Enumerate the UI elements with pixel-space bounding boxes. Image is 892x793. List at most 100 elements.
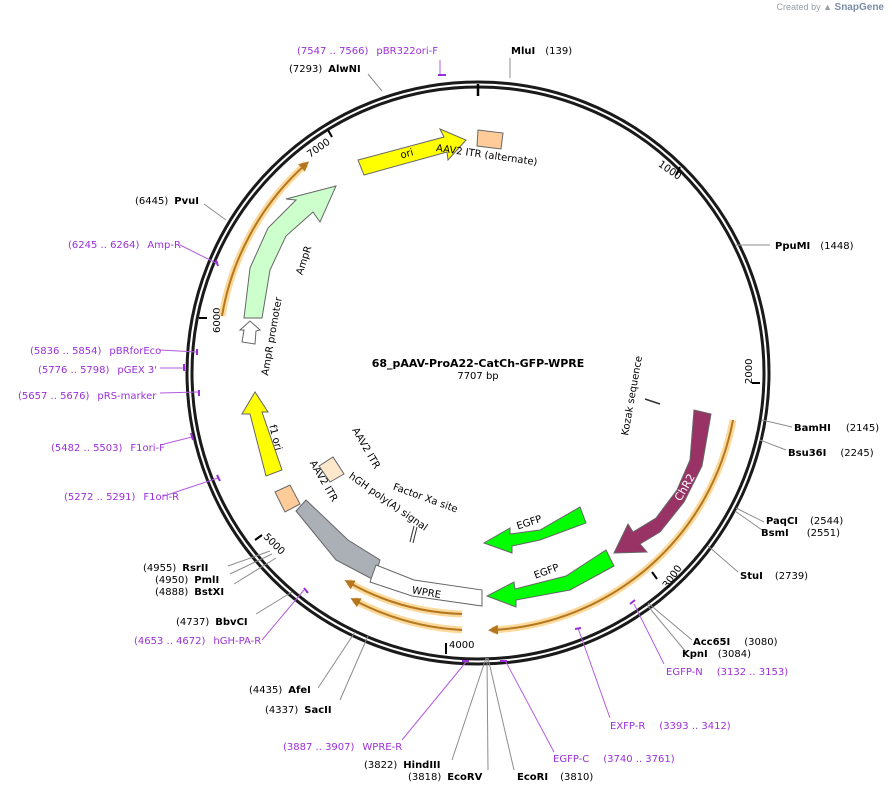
line-exfp-r — [577, 627, 611, 719]
enzyme-mlui[interactable]: MluI(139) — [511, 46, 572, 57]
orf-arcs — [218, 161, 737, 635]
mark-f1ori-f — [190, 432, 194, 441]
primer-egfp-n[interactable]: EGFP-N(3132 .. 3153) — [666, 667, 788, 678]
tick-5000: 5000 — [261, 532, 287, 558]
label-hgh-polya: hGH poly(A) signal — [346, 471, 429, 534]
line-sacii — [339, 635, 369, 701]
feature-aav2-itr-alt[interactable] — [476, 129, 504, 150]
feature-egfp-2[interactable] — [485, 549, 615, 608]
feature-factor-xa[interactable] — [409, 525, 415, 543]
primer-marks — [183, 74, 636, 662]
primer-egfp-c[interactable]: EGFP-C(3740 .. 3761) — [553, 754, 675, 765]
watermark-prefix: Created by — [776, 2, 821, 12]
mark-amp-r — [215, 259, 219, 267]
enzyme-ecori[interactable]: EcoRI(3810) — [517, 772, 593, 783]
line-ecori — [487, 657, 515, 771]
feature-ampr-promoter[interactable] — [238, 320, 262, 345]
enzyme-bsu36i[interactable]: Bsu36I(2245) — [788, 448, 874, 459]
snapgene-logo-icon: ▲ — [823, 2, 833, 12]
tick-mark-3000 — [651, 571, 658, 580]
label-kozak: Kozak sequence — [620, 355, 645, 436]
enzyme-bsmi[interactable]: BsmI(2551) — [761, 528, 840, 539]
primer-f1ori-r[interactable]: (5272 .. 5291)F1ori-R — [64, 492, 179, 503]
feature-chr2[interactable] — [613, 409, 712, 554]
line-pmli — [229, 553, 273, 575]
tick-2000: 2000 — [744, 359, 755, 384]
orf-arc-wpre-1 — [344, 580, 463, 615]
enzyme-ppumi[interactable]: PpuMI(1448) — [775, 241, 854, 252]
line-paqci — [735, 507, 765, 523]
label-ori: ori — [399, 147, 414, 161]
enzyme-ecorv[interactable]: (3818)EcoRV — [408, 772, 483, 783]
orf-arc-wpre-2 — [350, 598, 463, 631]
snapgene-watermark: Created by ▲ SnapGene — [777, 2, 884, 13]
primer-pbr322ori-f[interactable]: (7547 .. 7566)pBR322ori-F — [297, 46, 438, 57]
label-chr2: ChR2 — [672, 472, 698, 504]
plasmid-name: 68_pAAV-ProA22-CatCh-GFP-WPRE — [372, 357, 585, 370]
line-kpni — [646, 604, 687, 653]
primer-prs-marker[interactable]: (5657 .. 5676)pRS-marker — [18, 391, 157, 402]
enzyme-acc65i[interactable]: Acc65I(3080) — [693, 637, 778, 648]
line-egfp-n — [633, 603, 665, 665]
line-stui — [707, 545, 739, 573]
enzyme-bstxi[interactable]: (4888)BstXI — [155, 587, 224, 598]
label-wpre: WPRE — [411, 585, 442, 601]
line-pvui — [203, 203, 227, 221]
feature-ampr[interactable] — [243, 185, 337, 319]
feature-aav2-itr-1[interactable] — [274, 484, 301, 513]
line-bsu36i — [759, 439, 787, 451]
enzyme-bamhi[interactable]: BamHI(2145) — [794, 423, 879, 434]
feature-hgh-polya[interactable] — [295, 499, 381, 581]
enzyme-rsrii[interactable]: (4955)RsrII — [143, 563, 208, 574]
mark-exfp-r — [574, 627, 582, 630]
feature-factor-xa-2 — [412, 526, 418, 544]
enzyme-pmli[interactable]: (4950)PmlI — [155, 575, 219, 586]
feature-ori[interactable] — [357, 128, 467, 176]
plasmid-size: 7707 bp — [457, 371, 498, 382]
primer-f1ori-f[interactable]: (5482 .. 5503)F1ori-F — [51, 443, 165, 454]
enzyme-sacii[interactable]: (4337)SacII — [265, 705, 332, 716]
label-egfp-1: EGFP — [515, 514, 543, 532]
primer-pgex3[interactable]: (5776 .. 5798)pGEX 3' — [38, 365, 157, 376]
primer-amp-r[interactable]: (6245 .. 6264)Amp-R — [68, 240, 181, 251]
orf-arc-right — [488, 419, 734, 635]
line-hindiii — [451, 657, 487, 761]
line-f1ori-r — [163, 477, 219, 497]
watermark-brand: SnapGene — [834, 2, 884, 13]
enzyme-pvui[interactable]: (6445)PvuI — [135, 196, 199, 207]
primer-exfp-r[interactable]: EXFP-R(3393 .. 3412) — [610, 721, 731, 732]
primer-pbrforeco[interactable]: (5836 .. 5854)pBRforEco — [30, 346, 161, 357]
line-rsrii — [227, 550, 271, 567]
mark-f1ori-r — [216, 474, 221, 482]
enzyme-stui[interactable]: StuI(2739) — [740, 571, 808, 582]
line-bbvci — [255, 591, 293, 615]
line-ecorv — [486, 657, 489, 771]
enzyme-alwni[interactable]: (7293)AlwNI — [289, 64, 361, 75]
tick-4000: 4000 — [449, 640, 474, 651]
backbone-outer — [185, 80, 771, 666]
line-egfp-c — [505, 661, 555, 753]
feature-f1-ori[interactable] — [241, 391, 283, 477]
feature-egfp-1[interactable] — [482, 506, 587, 554]
primer-labels: (7547 .. 7566)pBR322ori-F (6245 .. 6264)… — [18, 46, 788, 765]
enzyme-kpni[interactable]: KpnI(3084) — [682, 649, 751, 660]
line-alwni — [367, 73, 383, 92]
line-amp-r — [179, 244, 217, 264]
line-wpre-r — [401, 661, 467, 741]
feature-kozak[interactable] — [644, 398, 661, 405]
label-aav2-itr-2: AAV2 ITR — [349, 426, 381, 471]
label-ampr: AmpR — [295, 245, 315, 277]
primer-hgh-pa-r[interactable]: (4653 .. 4672)hGH-PA-R — [134, 636, 261, 647]
feature-aav2-itr-2[interactable] — [318, 456, 345, 483]
enzyme-afei[interactable]: (4435)AfeI — [249, 685, 311, 696]
enzyme-bbvci[interactable]: (4737)BbvCI — [176, 617, 248, 628]
scale-ticks — [199, 129, 760, 654]
orf-arc-left — [221, 161, 309, 317]
enzyme-paqci[interactable]: PaqCI(2544) — [766, 516, 843, 527]
line-bsmi — [734, 510, 763, 531]
tick-mark-5000 — [254, 534, 263, 541]
line-acc65i — [647, 602, 693, 641]
enzyme-hindiii[interactable]: (3822)HindIII — [364, 760, 441, 771]
primer-wpre-r[interactable]: (3887 .. 3907)WPRE-R — [283, 742, 402, 753]
feature-wpre[interactable] — [369, 564, 483, 607]
